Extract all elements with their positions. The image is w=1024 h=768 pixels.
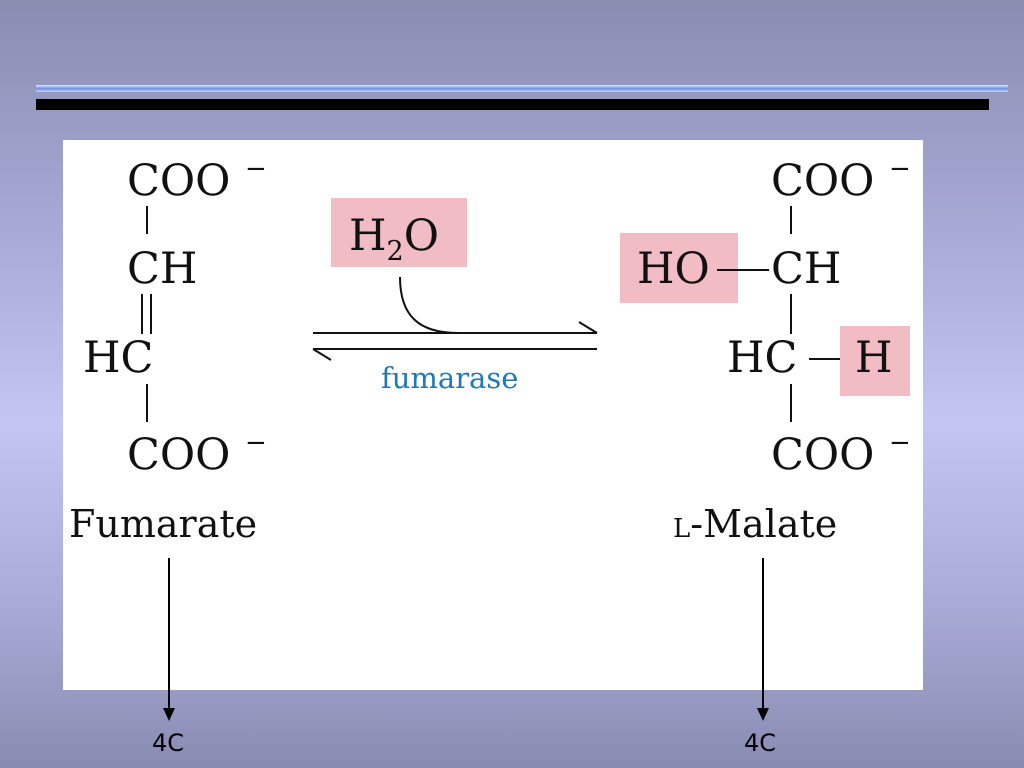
water-entry-curve	[399, 276, 459, 334]
fumarate-bond-3	[146, 384, 148, 422]
fumarate-double-bond-b	[150, 294, 152, 334]
malate-ch: CH	[771, 244, 842, 294]
fumarate-name: Fumarate	[69, 502, 258, 546]
malate-bond-2	[790, 294, 792, 334]
malate-name: L-Malate	[673, 502, 838, 546]
reaction-panel: COO − CH HC COO − Fumarate H2O fumarase …	[63, 140, 923, 690]
header-rule-black	[36, 99, 989, 110]
fumarate-top-charge: −	[245, 154, 267, 184]
malate-bond-3	[790, 384, 792, 422]
malate-oh-bond	[717, 269, 769, 271]
malate-bottom-carboxylate: COO	[771, 430, 875, 480]
malate-hydroxyl: HO	[637, 244, 710, 294]
enzyme-label: fumarase	[381, 361, 519, 395]
fumarate-down-arrow-line	[168, 558, 170, 708]
water-highlight	[331, 198, 467, 267]
malate-added-hydrogen: H	[855, 333, 893, 383]
malate-bond-1	[790, 206, 792, 234]
hydrogen-highlight	[840, 326, 910, 396]
fumarate-hc: HC	[83, 333, 154, 383]
malate-h-bond	[809, 358, 841, 360]
malate-carbon-count: 4C	[744, 729, 777, 757]
fumarate-bottom-charge: −	[245, 428, 267, 458]
malate-down-arrow-head	[757, 708, 769, 721]
malate-hc: HC	[727, 333, 798, 383]
fumarate-ch: CH	[127, 244, 198, 294]
malate-down-arrow-line	[762, 558, 764, 708]
equilibrium-arrows	[312, 276, 598, 361]
malate-top-carboxylate: COO	[771, 156, 875, 206]
water-formula: H2O	[349, 211, 439, 267]
malate-top-charge: −	[889, 154, 911, 184]
fumarate-carbon-count: 4C	[152, 729, 185, 757]
fumarate-down-arrow-head	[163, 708, 175, 721]
fumarate-bond-1	[146, 206, 148, 234]
header-rule-blue	[36, 85, 1008, 92]
reverse-arrow-barb	[312, 348, 332, 361]
fumarate-top-carboxylate: COO	[127, 156, 231, 206]
forward-arrow-barb	[578, 321, 598, 334]
hydroxyl-highlight	[620, 233, 738, 303]
malate-bottom-charge: −	[889, 428, 911, 458]
fumarate-double-bond-a	[141, 294, 143, 334]
fumarate-bottom-carboxylate: COO	[127, 430, 231, 480]
